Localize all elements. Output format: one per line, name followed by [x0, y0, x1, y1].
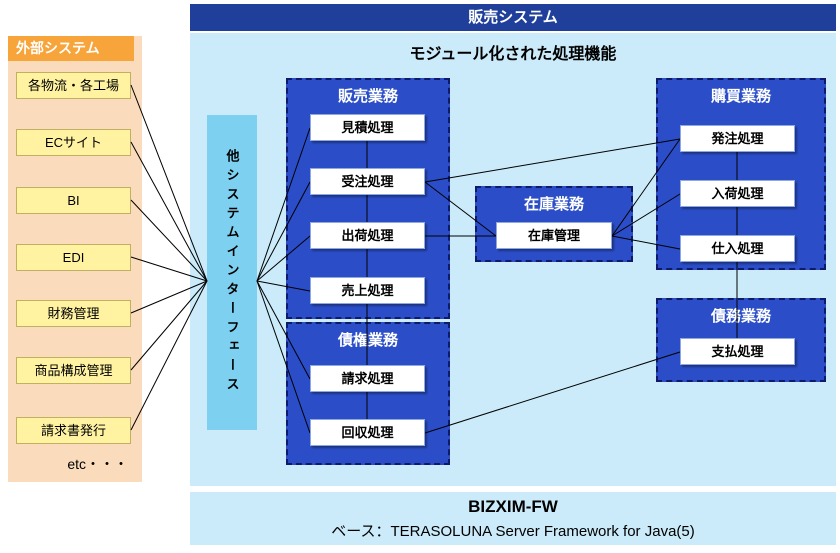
- framework-name: BIZXIM-FW: [468, 497, 558, 516]
- external-system-ec-site: ECサイト: [16, 129, 131, 156]
- external-system-invoice: 請求書発行: [16, 417, 131, 444]
- inventory-business-title: 在庫業務: [523, 196, 584, 213]
- footer-bar: BIZXIM-FW ベース：TERASOLUNA Server Framewor…: [190, 492, 836, 545]
- external-systems-panel: 外部システム 各物流・各工場 ECサイト BI EDI 財務管理 商品構成管理 …: [8, 36, 142, 482]
- modularized-functions-title: モジュール化された処理機能: [409, 46, 617, 63]
- external-system-bi: BI: [16, 187, 131, 214]
- other-system-interface-box: 他システムインターフェース: [207, 115, 257, 430]
- shipping-process-box: 出荷処理: [310, 222, 425, 249]
- inventory-management-box: 在庫管理: [496, 222, 612, 249]
- external-system-product-config: 商品構成管理: [16, 357, 131, 384]
- payables-business-title: 債務業務: [710, 308, 771, 325]
- receiving-process-box: 入荷処理: [680, 180, 795, 207]
- purchasing-business-title: 購買業務: [710, 88, 771, 105]
- external-systems-header: 外部システム: [8, 36, 134, 61]
- billing-process-box: 請求処理: [310, 365, 425, 392]
- framework-base-label: ベース：TERASOLUNA Server Framework for Java…: [331, 523, 695, 540]
- payment-process-box: 支払処理: [680, 338, 795, 365]
- order-process-box: 受注処理: [310, 168, 425, 195]
- receivables-business-title: 債権業務: [337, 332, 398, 349]
- sales-system-title-bar: 販売システム: [190, 4, 836, 31]
- external-system-edi: EDI: [16, 244, 131, 271]
- purchasing-process-box: 仕入処理: [680, 235, 795, 262]
- estimate-process-box: 見積処理: [310, 114, 425, 141]
- external-system-finance: 財務管理: [16, 300, 131, 327]
- other-system-interface-label: 他システムインターフェース: [224, 149, 240, 396]
- external-system-logistics: 各物流・各工場: [16, 72, 131, 99]
- sales-process-box: 売上処理: [310, 277, 425, 304]
- external-systems-etc-label: etc・・・: [67, 456, 128, 472]
- sales-business-title: 販売業務: [337, 88, 398, 105]
- purchase-order-process-box: 発注処理: [680, 125, 795, 152]
- collection-process-box: 回収処理: [310, 419, 425, 446]
